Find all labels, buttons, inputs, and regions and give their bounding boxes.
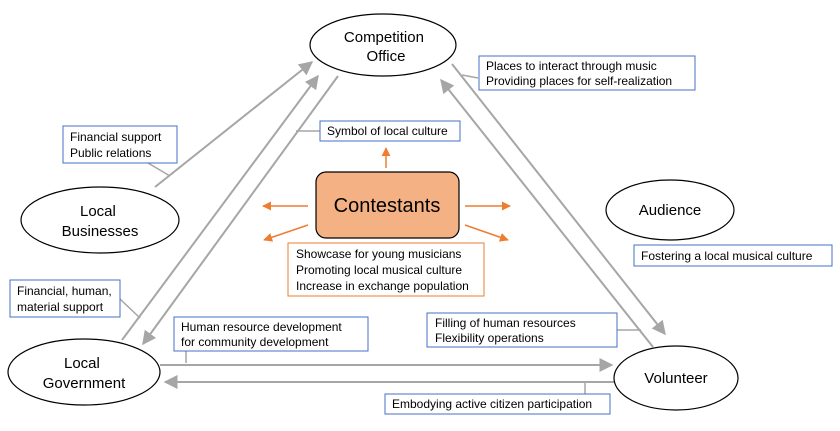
contestant-effects-line-2: Promoting local musical culture	[296, 263, 462, 277]
places-interact-line-1: Places to interact through music	[486, 59, 657, 73]
note-fostering-culture: Fostering a local musical culture	[633, 244, 833, 267]
svg-text:Filling of human resources: Filling of human resources Flexibility o…	[435, 316, 579, 345]
connector-financial-human	[119, 298, 141, 319]
arrow-businesses-to-office	[154, 61, 314, 188]
fostering-culture-line-1: Fostering a local musical culture	[641, 249, 813, 263]
note-financial-support: Financial support Public relations	[62, 125, 178, 164]
node-local-businesses: Local Businesses	[20, 186, 180, 254]
note-active-citizen: Embodying active citizen participation	[384, 393, 611, 415]
financial-support-line-1: Financial support	[70, 130, 162, 144]
callout-connectors	[119, 74, 641, 394]
svg-text:Local Government: Local Government	[43, 355, 126, 392]
svg-text:Contestants: Contestants	[334, 195, 441, 217]
contestant-arrows	[262, 147, 511, 242]
relationship-arrows	[121, 61, 666, 389]
filling-human-line-1: Filling of human resources	[435, 316, 576, 330]
arrow-government-to-office	[121, 74, 319, 341]
svg-text:Competition Office: Competition Office	[344, 29, 428, 65]
svg-text:Volunteer: Volunteer	[644, 370, 707, 387]
symbol-culture-line-1: Symbol of local culture	[327, 124, 448, 138]
node-local-government: Local Government	[7, 338, 161, 406]
svg-text:Showcase for young musicians: Showcase for young musicians Promoting l…	[296, 247, 469, 293]
svg-text:Financial support Public: Financial support Public relations	[70, 130, 165, 160]
financial-human-line-1: Financial, human,	[17, 284, 112, 298]
connector-places-interact	[461, 74, 479, 79]
svg-text:Places to interact through mus: Places to interact through music Providi…	[486, 59, 672, 88]
contestant-effects-line-1: Showcase for young musicians	[296, 247, 461, 261]
arrow-volunteer-to-office	[440, 78, 654, 348]
note-financial-human: Financial, human, material support	[9, 279, 121, 318]
svg-text:Audience: Audience	[639, 202, 702, 219]
svg-text:Fostering a local musical cult: Fostering a local musical culture	[641, 249, 813, 263]
places-interact-line-2: Providing places for self-realization	[486, 74, 672, 88]
active-citizen-line-1: Embodying active citizen participation	[392, 397, 592, 411]
local-businesses-line-2: Businesses	[62, 223, 139, 240]
local-government-line-2: Government	[43, 375, 126, 392]
svg-text:Human resource development: Human resource development for community…	[181, 320, 345, 349]
audience-label: Audience	[639, 202, 702, 219]
connector-financial-support	[147, 162, 171, 177]
note-filling-human: Filling of human resources Flexibility o…	[426, 312, 618, 348]
orange-arrow-down-left	[263, 224, 309, 242]
financial-human-line-2: material support	[17, 300, 104, 314]
note-human-resource-dev: Human resource development for community…	[173, 316, 369, 352]
filling-human-line-2: Flexibility operations	[435, 331, 544, 345]
human-resource-dev-line-2: for community development	[181, 335, 329, 349]
financial-support-line-2: Public relations	[70, 146, 151, 160]
svg-text:Embodying active citizen parti: Embodying active citizen participation	[392, 397, 592, 411]
competition-office-line-2: Office	[367, 48, 406, 65]
svg-text:Symbol of local culture: Symbol of local culture	[327, 124, 448, 138]
competition-office-line-1: Competition	[344, 29, 424, 46]
node-competition-office: Competition Office	[309, 13, 457, 77]
local-government-line-1: Local	[64, 355, 100, 372]
node-contestants: Contestants	[315, 171, 460, 239]
human-resource-dev-line-1: Human resource development	[181, 320, 342, 334]
contestants-label: Contestants	[334, 195, 441, 217]
svg-text:Financial, human, materi: Financial, human, material support	[17, 284, 115, 314]
arrow-office-to-government	[142, 75, 339, 346]
node-audience: Audience	[605, 179, 735, 241]
node-volunteer: Volunteer	[613, 345, 739, 411]
local-businesses-line-1: Local	[80, 203, 116, 220]
orange-arrow-down-right	[464, 224, 509, 242]
arrow-office-to-volunteer	[451, 63, 666, 336]
note-places-interact: Places to interact through music Providi…	[478, 55, 696, 91]
contestant-effects-line-3: Increase in exchange population	[296, 279, 469, 293]
note-symbol-culture: Symbol of local culture	[319, 120, 461, 142]
svg-text:Local Businesses: Local Businesses	[62, 203, 139, 240]
volunteer-label: Volunteer	[644, 370, 707, 387]
note-contestant-effects: Showcase for young musicians Promoting l…	[287, 242, 485, 297]
